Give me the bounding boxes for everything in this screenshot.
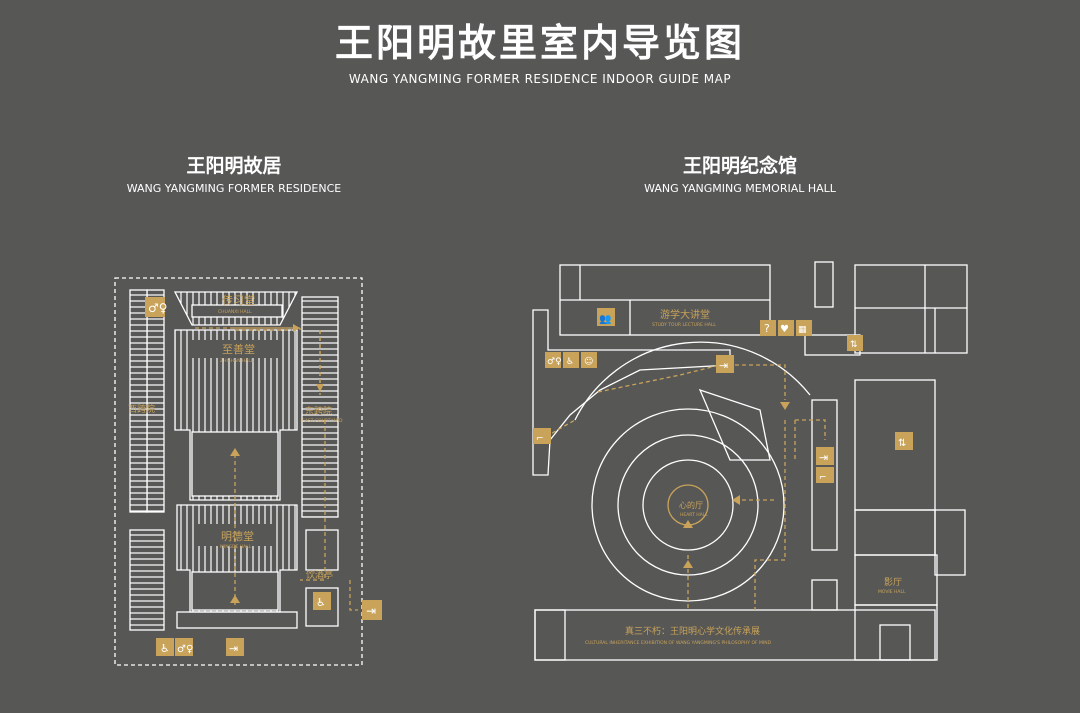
shop-icon[interactable]: ▦ — [796, 320, 812, 336]
room-center: 心的厅 — [679, 500, 703, 510]
svg-text:⇥: ⇥ — [819, 451, 828, 464]
exit-icon[interactable]: ⇥ — [226, 638, 244, 656]
svg-text:♂♀: ♂♀ — [148, 301, 168, 315]
room-zhishan: 至善堂 — [222, 342, 255, 356]
svg-text:♿: ♿ — [566, 357, 574, 367]
svg-text:⇥: ⇥ — [366, 604, 376, 618]
accessible-icon[interactable]: ♿ — [563, 352, 579, 368]
page-title: 王阳明故里室内导览图 — [334, 20, 745, 65]
elevator-icon[interactable]: ⇅ — [895, 432, 913, 450]
svg-text:♥: ♥ — [780, 324, 789, 335]
svg-text:👥: 👥 — [599, 314, 611, 325]
room-west-court: 西跨院 — [128, 403, 155, 415]
memorial-subtitle: WANG YANGMING MEMORIAL HALL — [644, 182, 836, 195]
toilet-icon[interactable]: ♂♀ — [175, 638, 193, 656]
room-chuanxi: 传习堂 — [222, 294, 255, 307]
stairs-icon[interactable]: ⌐ — [816, 467, 834, 483]
room-exhibit-en: CULTURAL INHERITANCE EXHIBITION OF WANG … — [585, 640, 772, 646]
toilet-icon[interactable]: ♂♀ — [545, 352, 562, 368]
residence-boundary — [114, 277, 363, 666]
accessible-icon[interactable]: ♿ — [156, 638, 174, 656]
page-subtitle: WANG YANGMING FORMER RESIDENCE INDOOR GU… — [348, 72, 732, 86]
memorial-title: 王阳明纪念馆 — [682, 155, 797, 177]
svg-text:⇅: ⇅ — [850, 340, 858, 350]
room-reading: 饮酒亭 — [306, 569, 333, 581]
room-lecture-en: STUDY TOUR LECTURE HALL — [652, 322, 716, 328]
residence-title: 王阳明故居 — [186, 155, 282, 177]
svg-text:▦: ▦ — [798, 325, 807, 335]
room-cinema-en: MOVIE HALL — [878, 589, 906, 595]
residence-subtitle: WANG YANGMING FORMER RESIDENCE — [126, 182, 342, 195]
svg-text:⇥: ⇥ — [229, 642, 238, 655]
svg-text:?: ? — [764, 322, 770, 335]
svg-text:☺: ☺ — [584, 356, 593, 367]
residence-map — [114, 277, 363, 666]
elevator-icon[interactable]: ⇅ — [847, 335, 863, 351]
svg-text:⌐: ⌐ — [819, 473, 827, 483]
svg-text:♿: ♿ — [316, 596, 326, 609]
exit-icon[interactable]: ⇥ — [362, 600, 382, 620]
svg-text:⌐: ⌐ — [536, 434, 544, 444]
svg-text:⇅: ⇅ — [898, 438, 906, 449]
room-chuanxi-en: CHUANXI HALL — [218, 309, 252, 315]
room-mingde-en: MINGDE HALL — [220, 544, 252, 550]
svg-text:♂♀: ♂♀ — [177, 644, 193, 655]
room-east-court: 东跨院 — [305, 405, 332, 417]
room-zhishan-en: ZHISHAN HALL — [220, 358, 254, 364]
room-mingde: 明德堂 — [221, 529, 254, 543]
svg-text:♂♀: ♂♀ — [547, 357, 562, 367]
room-center-en: HEART HALL — [680, 512, 708, 518]
info-icon[interactable]: ? — [760, 320, 776, 336]
room-exhibit: 真三不朽：王阳明心学文化传承展 — [625, 625, 760, 637]
room-cinema: 影厅 — [884, 577, 902, 588]
meeting-icon[interactable]: 👥 — [597, 308, 615, 326]
svg-text:⇥: ⇥ — [719, 359, 728, 372]
stairs-icon[interactable]: ⌐ — [533, 428, 551, 444]
exit-icon[interactable]: ⇥ — [816, 447, 834, 465]
memorial-map — [532, 261, 968, 661]
baby-icon[interactable]: ☺ — [581, 352, 597, 368]
service-icon[interactable]: ♿ — [313, 592, 331, 610]
svg-text:♿: ♿ — [160, 642, 170, 655]
heart-icon[interactable]: ♥ — [778, 320, 794, 336]
toilet-icon[interactable]: ♂♀ — [145, 297, 168, 317]
room-lecture: 游学大讲堂 — [660, 308, 710, 321]
room-east-court-en: EAST COURTYARD — [302, 418, 343, 424]
exit-icon[interactable]: ⇥ — [716, 355, 734, 373]
